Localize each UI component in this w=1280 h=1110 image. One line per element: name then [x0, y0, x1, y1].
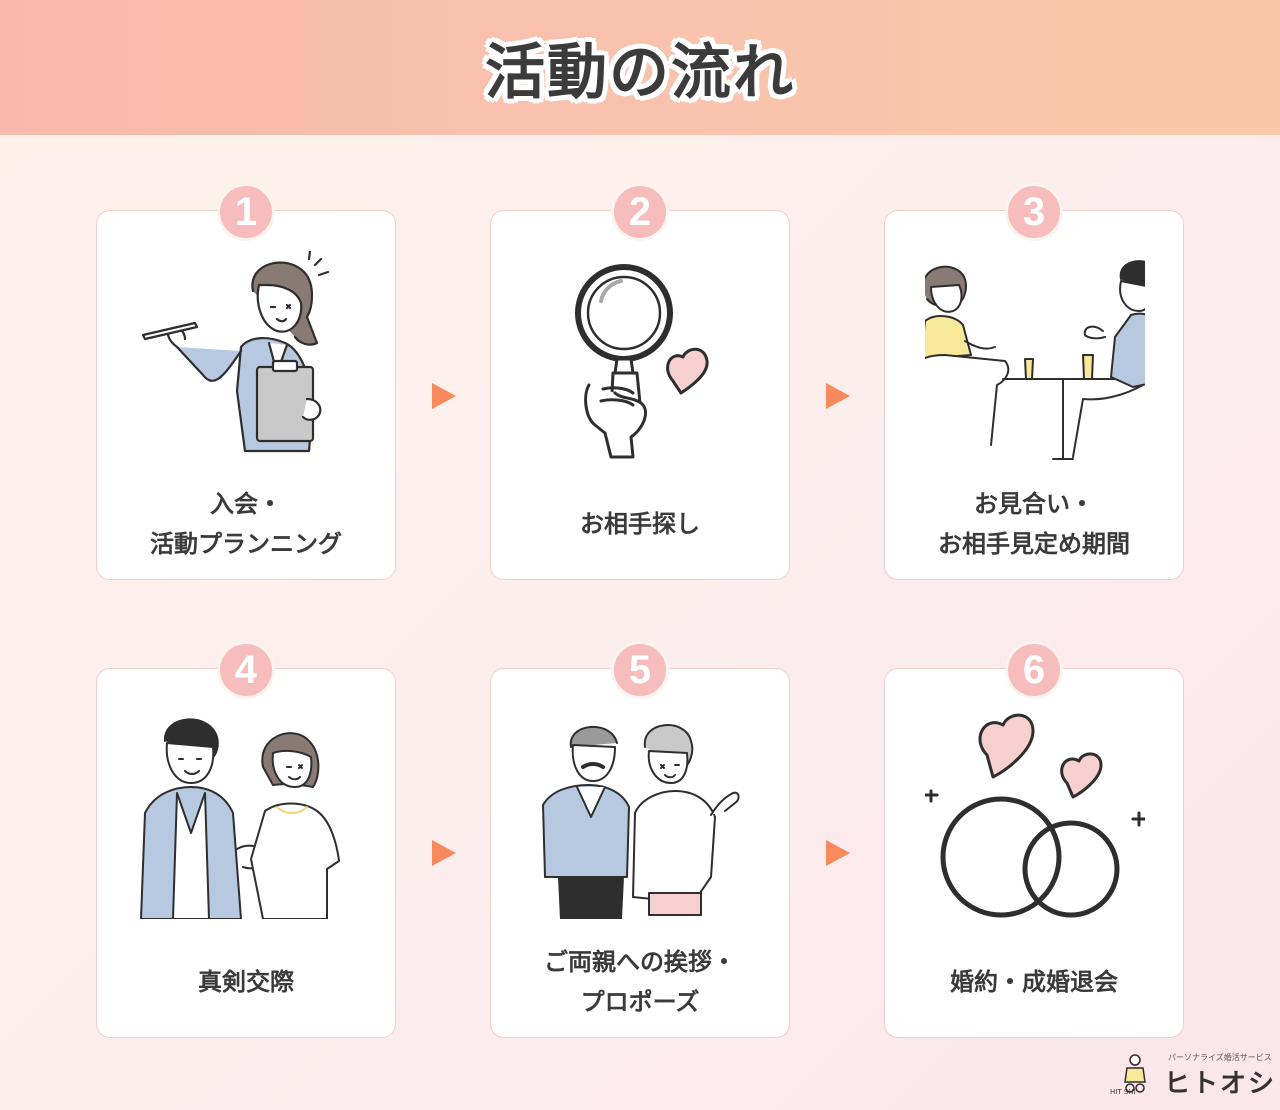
step-label: お相手探し: [491, 479, 789, 569]
step-label-line2: 活動プランニング: [150, 530, 342, 558]
consultant-woman-icon: [141, 251, 330, 453]
step-label-line1: 婚約・成婚退会: [950, 968, 1118, 996]
step-label: ご両親への挨拶・ プロポーズ: [491, 937, 789, 1027]
step-label-line2: お相手見定め期間: [938, 530, 1130, 558]
step-card-6: 6 婚約・成婚退会: [884, 641, 1184, 1038]
step-number-badge: 1: [217, 183, 275, 241]
step-number-badge: 4: [217, 641, 275, 699]
step-label: 真剣交際: [97, 937, 395, 1027]
step-label-line1: 入会・: [210, 490, 282, 518]
next-arrow-icon: [432, 383, 456, 409]
next-arrow-icon: [826, 840, 850, 866]
step-label: お見合い・ お相手見定め期間: [885, 479, 1183, 569]
step-number-badge: 3: [1005, 183, 1063, 241]
brand-mascot-icon: HIT SHI: [1110, 1054, 1146, 1096]
step-card-2: 2 お相手探し: [490, 183, 790, 580]
step-label-line1: ご両親への挨拶・: [544, 948, 736, 976]
brand-logo: HIT SHI パーソナライズ婚活サービス ヒトオシ: [1110, 1048, 1274, 1099]
step-card-5: 5 ご両親への挨拶・ プロポーズ: [490, 641, 790, 1038]
step-label-line1: お見合い・: [974, 490, 1094, 518]
couple-at-cafe-icon: [925, 260, 1145, 460]
magnifying-glass-heart-icon: [575, 264, 709, 459]
step-label-line1: 真剣交際: [198, 968, 294, 996]
next-arrow-icon: [432, 840, 456, 866]
step-label-line2: プロポーズ: [580, 988, 700, 1016]
step-card-3: 3 お見合い・ お相手見定め期間: [884, 183, 1184, 580]
step-label-line1: お相手探し: [580, 510, 700, 538]
step-label: 婚約・成婚退会: [885, 937, 1183, 1027]
brand-name: ヒトオシ: [1164, 1069, 1277, 1099]
step-card-1: 1 入会・ 活動プランニング: [96, 183, 396, 580]
brand-mark-text: HIT SHI: [1110, 1088, 1136, 1096]
step-number-badge: 2: [611, 183, 669, 241]
brand-tagline: パーソナライズ婚活サービス: [1168, 1053, 1272, 1062]
step-number-badge: 5: [611, 641, 669, 699]
wedding-rings-icon: [925, 713, 1145, 918]
step-label: 入会・ 活動プランニング: [97, 479, 395, 569]
next-arrow-icon: [826, 383, 850, 409]
page-title: 活動の流れ: [485, 38, 795, 108]
dating-couple-icon: [140, 718, 340, 919]
step-number-badge: 6: [1005, 641, 1063, 699]
parents-greeting-icon: [542, 724, 740, 919]
header-banner: 活動の流れ: [0, 0, 1280, 135]
step-card-4: 4 真剣交際: [96, 641, 396, 1038]
